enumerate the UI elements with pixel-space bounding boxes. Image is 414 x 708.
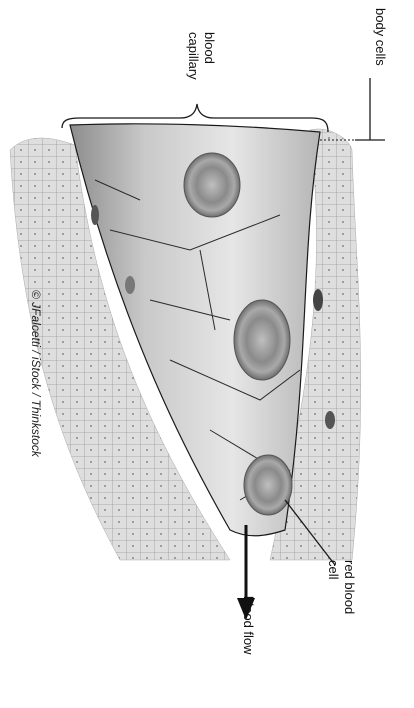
wall-nucleus: [91, 205, 99, 225]
red-blood-cell: [244, 455, 292, 515]
wall-nucleus: [325, 411, 335, 429]
label-capillary: capillary: [185, 32, 201, 80]
image-credit: © JFalcetti / iStock / Thinkstock: [28, 290, 44, 457]
label-red-blood: red blood: [341, 560, 357, 614]
label-body-cells: body cells: [372, 8, 388, 66]
red-blood-cell: [184, 153, 240, 217]
label-blood: blood: [201, 32, 217, 64]
label-cell: cell: [325, 560, 341, 580]
wall-nucleus: [313, 289, 323, 311]
wall-nucleus: [125, 276, 135, 294]
red-blood-cell: [234, 300, 290, 380]
label-blood-flow: blood flow: [240, 596, 256, 655]
body-cells-leader: [355, 78, 385, 140]
